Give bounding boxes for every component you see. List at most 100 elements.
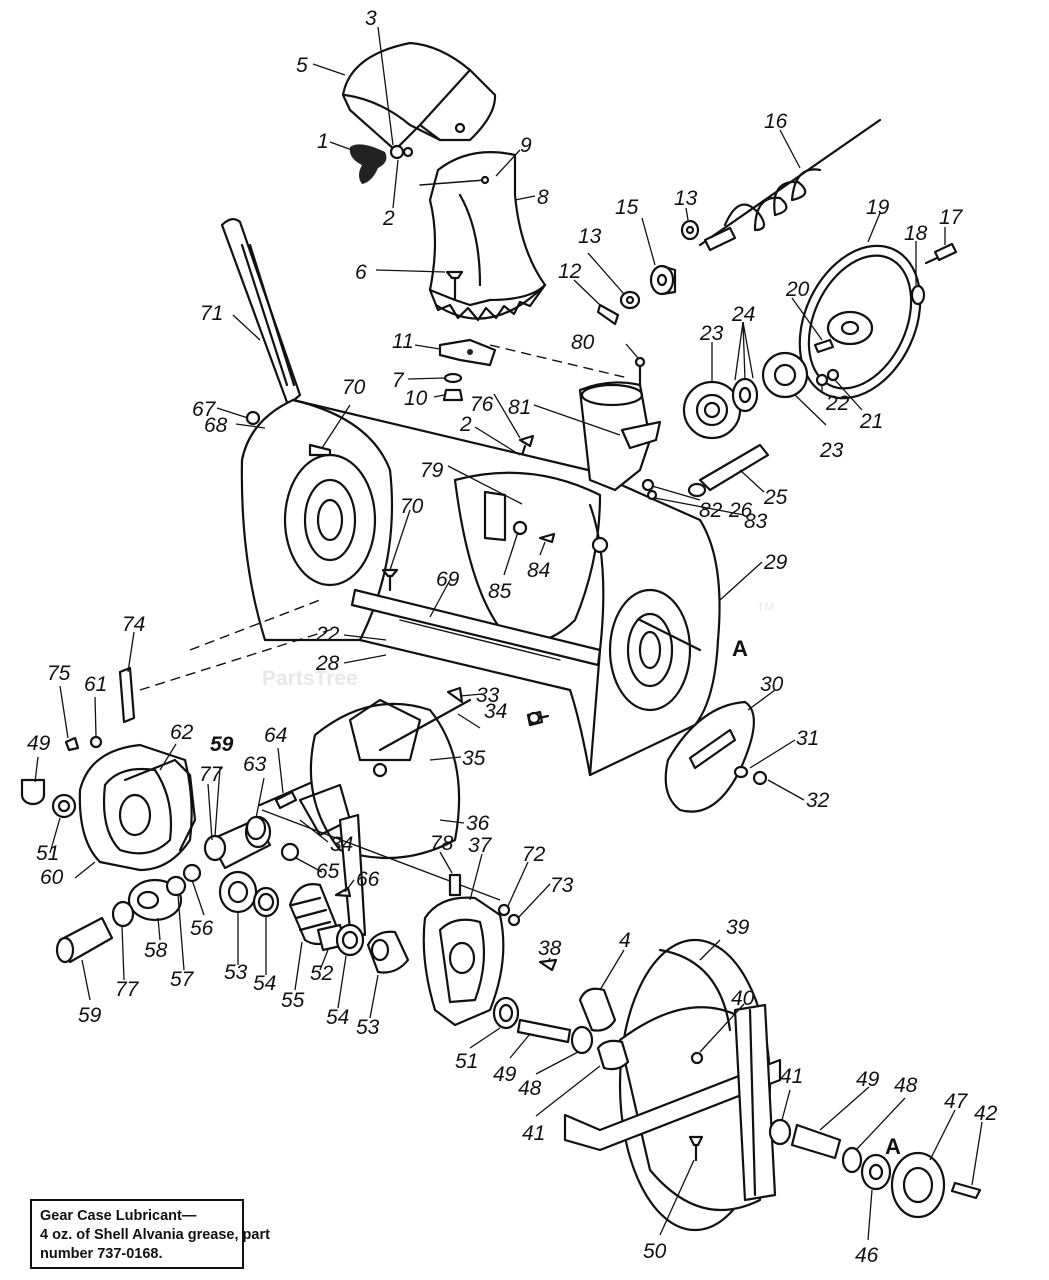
gear-case-half-60	[78, 743, 193, 872]
washer-63	[245, 815, 267, 841]
seal-65	[280, 842, 300, 862]
callout-29: 29	[763, 551, 788, 574]
callout-55: 55	[281, 989, 305, 1012]
pulley	[798, 244, 922, 400]
callout-2b: 2	[459, 413, 472, 436]
callout-68: 68	[204, 414, 228, 437]
auger-housing	[240, 381, 721, 777]
callout-12: 12	[558, 260, 582, 283]
callout-80: 80	[571, 331, 595, 354]
callout-62: 62	[170, 721, 194, 744]
leader-lines	[34, 26, 983, 1241]
callout-51a: 51	[36, 842, 59, 865]
callout-28: 28	[315, 652, 340, 675]
callout-30: 30	[760, 673, 784, 696]
bolt-75-61	[64, 735, 103, 752]
callout-65: 65	[316, 860, 340, 883]
callout-50: 50	[643, 1240, 667, 1263]
callout-9: 9	[520, 134, 532, 157]
key-12	[596, 303, 620, 326]
leader-dash-left	[139, 629, 331, 691]
callout-48b: 48	[894, 1074, 918, 1097]
callout-39: 39	[726, 916, 750, 939]
callout-19: 19	[866, 196, 890, 219]
callout-8: 8	[537, 186, 549, 209]
chute-adapter-81	[620, 420, 662, 450]
callout-15: 15	[615, 196, 639, 219]
callout-53b: 53	[356, 1016, 380, 1039]
scraper-bar-69	[399, 619, 561, 661]
callout-73: 73	[550, 874, 574, 897]
callout-34a: 34	[484, 700, 507, 723]
bracket-74	[118, 666, 136, 724]
callout-A2: A	[885, 1134, 901, 1159]
callout-60: 60	[40, 866, 64, 889]
washer-26	[687, 482, 707, 498]
washer-48a	[570, 1025, 594, 1055]
callout-71: 71	[200, 302, 223, 325]
callout-78: 78	[430, 832, 454, 855]
callout-54a: 54	[253, 972, 276, 995]
callout-42: 42	[974, 1102, 998, 1125]
callout-17: 17	[939, 206, 964, 229]
bolt-33	[527, 711, 550, 725]
callout-57: 57	[170, 968, 195, 991]
callout-79: 79	[420, 459, 444, 482]
callout-48a: 48	[518, 1077, 542, 1100]
impeller-36	[298, 698, 472, 937]
chute-deflector	[341, 41, 497, 152]
key-20	[813, 338, 835, 354]
callout-13a: 13	[674, 187, 698, 210]
callout-33: 33	[476, 684, 500, 707]
bolt-80	[634, 356, 646, 398]
callout-36: 36	[466, 812, 490, 835]
plug-78	[448, 873, 462, 897]
callout-77a: 77	[199, 763, 224, 786]
callout-53a: 53	[224, 961, 248, 984]
bolt-84	[538, 532, 556, 544]
seal-51b	[492, 996, 520, 1030]
callout-25: 25	[763, 486, 788, 509]
shaft-49b	[516, 1018, 572, 1044]
spiral-bushing	[703, 226, 737, 252]
callout-72: 72	[522, 843, 546, 866]
auger-spiral	[698, 118, 882, 247]
callout-75: 75	[47, 662, 71, 685]
callout-47: 47	[944, 1090, 969, 1113]
flange-47	[890, 1151, 946, 1219]
leader-dash-chute	[489, 344, 629, 379]
callout-85: 85	[488, 580, 512, 603]
callout-63: 63	[243, 753, 267, 776]
callout-56: 56	[190, 917, 214, 940]
callout-labels: 3 5 1 2 9 8 6 16 15 13 13 12 19 18 17 20…	[27, 7, 998, 1267]
callout-52: 52	[310, 962, 334, 985]
callout-7: 7	[392, 369, 405, 392]
callout-40: 40	[731, 987, 755, 1010]
bearing-flange-23	[682, 380, 742, 440]
callout-76: 76	[470, 393, 494, 416]
callout-84: 84	[527, 559, 550, 582]
callout-3: 3	[365, 7, 377, 30]
bearing-flange-A	[638, 618, 702, 652]
callout-67: 67	[192, 398, 217, 421]
callout-70a: 70	[342, 376, 366, 399]
washer-77b	[111, 900, 135, 928]
chute-hardware	[442, 372, 464, 402]
callout-16: 16	[764, 110, 788, 133]
callout-6: 6	[355, 261, 367, 284]
callout-23b: 23	[819, 439, 844, 462]
callout-61: 61	[84, 673, 107, 696]
nut-82-83	[641, 478, 658, 501]
callout-70b: 70	[400, 495, 424, 518]
washer-18	[910, 284, 926, 306]
callout-A1: A	[732, 636, 748, 661]
chute	[419, 151, 547, 322]
bearing-53a	[218, 870, 258, 914]
bolt-70	[308, 443, 399, 592]
callout-35: 35	[462, 747, 486, 770]
gasket-62	[123, 758, 197, 852]
callout-38: 38	[538, 937, 562, 960]
callout-51b: 51	[455, 1050, 478, 1073]
bearing-46	[860, 1153, 892, 1191]
